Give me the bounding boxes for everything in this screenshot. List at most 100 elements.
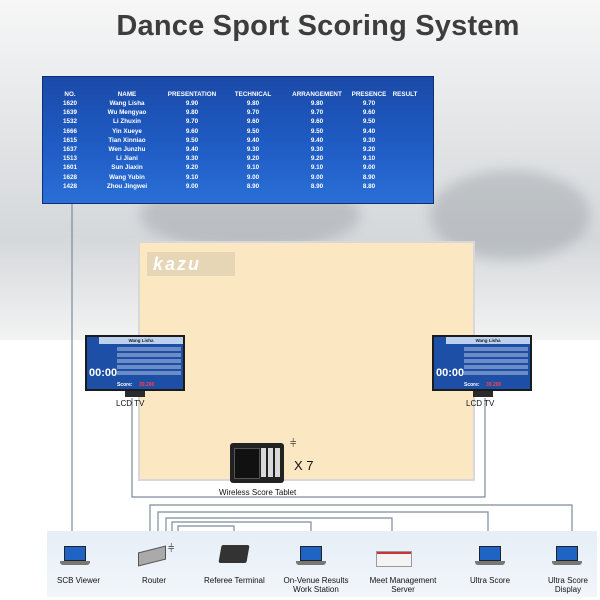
column-header: RESULT	[392, 90, 418, 98]
table-cell	[389, 99, 421, 108]
laptop-icon	[60, 546, 90, 566]
column-header: PRESENCE	[351, 90, 387, 98]
table-cell: 9.20	[362, 146, 376, 154]
table-cell: Tian Xinniao	[108, 136, 146, 144]
table-cell	[389, 145, 421, 154]
table-cell: 9.00	[310, 173, 324, 181]
device-label-onvenue-line2: Work Station	[293, 585, 339, 594]
tv-timer: 00:00	[89, 367, 118, 379]
table-cell: 9.20	[310, 155, 324, 163]
table-cell: 9.30	[185, 155, 199, 163]
tv-stand	[125, 391, 145, 397]
table-cell: 9.90	[185, 100, 199, 108]
table-cell: 9.40	[362, 127, 376, 135]
device-label-ultra-score-display: Ultra Score Display	[540, 576, 596, 594]
table-cell: 9.50	[362, 118, 376, 126]
tv-score-value: 39.200	[139, 382, 155, 388]
table-cell: 9.60	[185, 127, 199, 135]
device-label-meet-line1: Meet Management	[369, 576, 437, 585]
table-cell: Wang Yubin	[109, 173, 145, 181]
wifi-icon: ⫩	[290, 438, 297, 450]
table-cell: Sun Jiaxin	[111, 164, 143, 172]
referee-terminal-icon	[218, 545, 250, 563]
table-cell: 9.10	[185, 173, 199, 181]
dance-floor	[138, 241, 475, 481]
table-cell: 9.30	[246, 146, 260, 154]
table-cell: 9.30	[362, 136, 376, 144]
device-label-onvenue: On-Venue Results Work Station	[282, 576, 350, 594]
laptop-icon	[475, 546, 505, 566]
device-label-meet-management: Meet Management Server	[365, 576, 441, 594]
table-cell: 9.80	[246, 100, 260, 108]
table-cell: 1615	[62, 136, 77, 144]
table-cell	[389, 136, 421, 145]
table-cell: 9.20	[185, 164, 199, 172]
page-title: Dance Sport Scoring System	[116, 10, 520, 42]
table-cell: 9.40	[246, 136, 260, 144]
table-cell: 9.50	[185, 136, 199, 144]
results-table: NO. NAME PRESENTATION TECHNICAL ARRANGEM…	[49, 89, 421, 191]
server-icon	[376, 551, 412, 567]
table-cell: Wen Junzhu	[108, 146, 146, 154]
device-label-onvenue-line1: On-Venue Results	[283, 576, 349, 585]
tv-athlete-name: Wang Lisha	[99, 337, 183, 344]
table-cell: Wang Lisha	[109, 100, 145, 108]
table-cell: Li Zhuxin	[113, 118, 141, 126]
table-cell: 1620	[62, 100, 77, 108]
tablet-count: X 7	[294, 458, 314, 473]
tv-score-rows	[117, 347, 181, 377]
tv-stand	[473, 391, 493, 397]
table-cell: 1639	[62, 109, 77, 117]
tv-athlete-name: Wang Lisha	[446, 337, 530, 344]
table-cell: 8.90	[362, 173, 376, 181]
table-cell: 1637	[62, 146, 77, 154]
table-cell: 9.60	[246, 118, 260, 126]
table-cell: 9.10	[246, 164, 260, 172]
tv-score-rows	[464, 347, 528, 377]
table-cell: 9.40	[185, 146, 199, 154]
table-cell: Yin Xueye	[112, 127, 142, 135]
table-cell: 9.60	[362, 109, 376, 117]
table-cell	[389, 173, 421, 182]
table-cell: 8.90	[246, 182, 260, 190]
table-cell: 1513	[62, 155, 77, 163]
table-cell: 9.70	[185, 118, 199, 126]
table-cell: 9.70	[310, 109, 324, 117]
laptop-icon	[552, 546, 582, 566]
table-cell: 1601	[62, 164, 77, 172]
table-cell: 9.00	[362, 164, 376, 172]
table-cell: 9.00	[246, 173, 260, 181]
table-cell: 9.00	[185, 182, 199, 190]
table-cell: 9.10	[310, 164, 324, 172]
tv-score-value: 39.200	[486, 382, 502, 388]
table-header-row: NO. NAME PRESENTATION TECHNICAL ARRANGEM…	[49, 89, 421, 99]
table-cell: 9.50	[310, 127, 324, 135]
table-cell: 9.60	[310, 118, 324, 126]
table-cell	[389, 154, 421, 163]
table-cell: 1628	[62, 173, 77, 181]
table-cell	[389, 117, 421, 126]
table-cell: 9.80	[185, 109, 199, 117]
column-header: PRESENTATION	[167, 90, 217, 98]
device-label-scb-viewer: SCB Viewer	[57, 576, 100, 585]
wifi-icon: ⫩	[168, 543, 175, 555]
table-cell: Li Jiani	[116, 155, 138, 163]
device-label-referee-terminal: Referee Terminal	[204, 576, 265, 585]
device-label-router: Router	[142, 576, 167, 585]
tv-score-label: Score:	[117, 382, 133, 388]
table-cell: Wu Mengyao	[107, 109, 147, 117]
table-row: 1601 Sun Jiaxin 9.20 9.10 9.10 9.00	[49, 163, 421, 172]
table-cell	[389, 182, 421, 191]
table-cell: 8.80	[362, 182, 376, 190]
tablet-icon	[230, 443, 284, 483]
table-cell: 1666	[62, 127, 77, 135]
